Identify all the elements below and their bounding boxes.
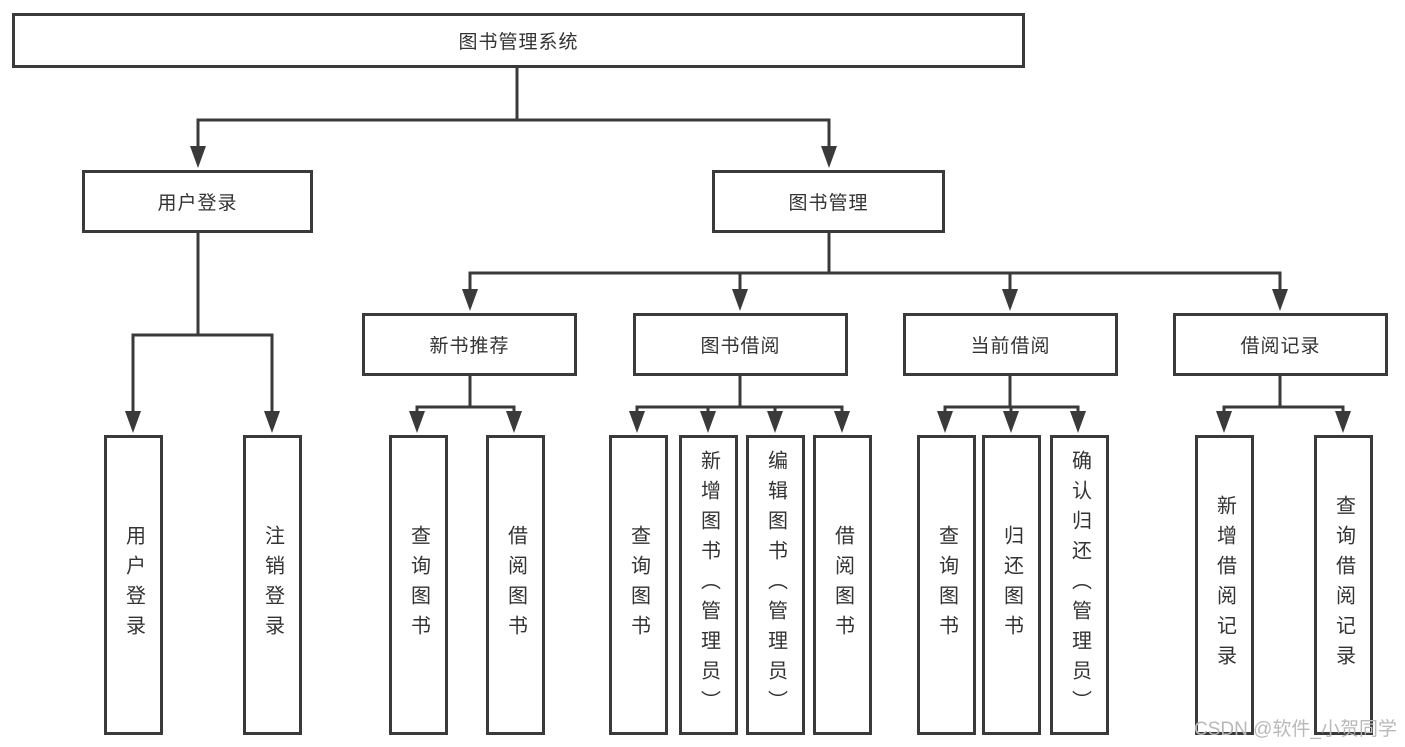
node-new-book-recommend-label: 新书推荐 <box>429 336 510 357</box>
leaf-borrow-book-label: 借阅图书 <box>831 525 854 645</box>
node-user-login-label: 用户登录 <box>157 193 238 214</box>
leaf-add-book-admin: 新增图书（管理员） <box>679 435 738 735</box>
node-book-borrow-label: 图书借阅 <box>700 336 781 357</box>
node-new-book-recommend: 新书推荐 <box>362 313 577 376</box>
node-current-borrow: 当前借阅 <box>903 313 1118 376</box>
watermark: CSDN @软件_小贺同学 <box>1194 719 1397 740</box>
leaf-recommend-borrow-book: 借阅图书 <box>486 435 545 735</box>
leaf-current-query-book: 查询图书 <box>917 435 976 735</box>
leaf-borrow-book: 借阅图书 <box>813 435 872 735</box>
leaf-current-query-book-label: 查询图书 <box>935 525 958 645</box>
leaf-borrow-query-book-label: 查询图书 <box>627 525 650 645</box>
leaf-add-borrow-record: 新增借阅记录 <box>1195 435 1254 735</box>
node-current-borrow-label: 当前借阅 <box>970 336 1051 357</box>
leaf-recommend-query-book: 查询图书 <box>389 435 448 735</box>
node-book-management-label: 图书管理 <box>788 193 869 214</box>
leaf-user-login-label: 用户登录 <box>122 525 145 645</box>
node-book-borrow: 图书借阅 <box>633 313 848 376</box>
leaf-user-login: 用户登录 <box>104 435 163 735</box>
leaf-return-book-label: 归还图书 <box>1000 525 1023 645</box>
node-root: 图书管理系统 <box>12 13 1025 68</box>
node-book-management: 图书管理 <box>712 170 945 233</box>
leaf-add-book-admin-label: 新增图书（管理员） <box>697 450 720 720</box>
leaf-logout-label: 注销登录 <box>261 525 284 645</box>
leaf-confirm-return-admin: 确认归还（管理员） <box>1050 435 1109 735</box>
leaf-query-borrow-record-label: 查询借阅记录 <box>1332 495 1355 675</box>
node-borrow-records-label: 借阅记录 <box>1240 336 1321 357</box>
leaf-return-book: 归还图书 <box>982 435 1041 735</box>
node-root-label: 图书管理系统 <box>458 32 579 53</box>
leaf-recommend-query-book-label: 查询图书 <box>407 525 430 645</box>
node-borrow-records: 借阅记录 <box>1173 313 1388 376</box>
leaf-add-borrow-record-label: 新增借阅记录 <box>1213 495 1236 675</box>
leaf-recommend-borrow-book-label: 借阅图书 <box>504 525 527 645</box>
leaf-edit-book-admin: 编辑图书（管理员） <box>746 435 805 735</box>
leaf-borrow-query-book: 查询图书 <box>609 435 668 735</box>
leaf-logout: 注销登录 <box>243 435 302 735</box>
leaf-edit-book-admin-label: 编辑图书（管理员） <box>764 450 787 720</box>
node-user-login: 用户登录 <box>82 170 313 233</box>
leaf-confirm-return-admin-label: 确认归还（管理员） <box>1068 450 1091 720</box>
leaf-query-borrow-record: 查询借阅记录 <box>1314 435 1373 735</box>
